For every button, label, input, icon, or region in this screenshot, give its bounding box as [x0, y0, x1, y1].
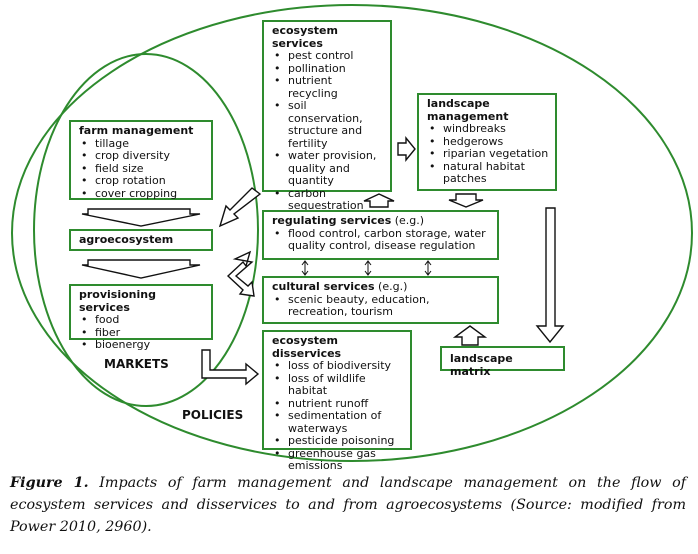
list-item: nutrient recycling	[272, 74, 384, 100]
double-arrow-head	[364, 260, 372, 266]
list-item: water provision, quality and quantity	[272, 149, 384, 188]
arrow-down-landscape-to-regulating	[448, 193, 484, 208]
list-item: carbon sequestration	[272, 187, 384, 213]
diagram-arrows	[81, 136, 565, 386]
landscape-matrix-box: landscape matrix	[440, 346, 565, 377]
agroecosystem-ellipse	[33, 53, 259, 407]
figure-caption: Figure 1. Impacts of farm management and…	[10, 472, 686, 538]
arrow-down-to-landscape-matrix	[535, 207, 565, 344]
list-item: hedgerows	[427, 135, 549, 149]
list-item: nutrient runoff	[272, 397, 404, 411]
cultural-services-eg: (e.g.)	[374, 280, 408, 293]
ecosystem-services-title: ecosystem services	[272, 24, 338, 50]
provisioning-services-title: provisioning services	[79, 288, 156, 314]
list-item: flood control, carbon storage, water qua…	[272, 227, 491, 253]
provisioning-services-box: provisioning services food fiber bioener…	[69, 284, 213, 351]
landscape-management-box: landscape management windbreaks hedgerow…	[417, 93, 557, 191]
list-item: loss of wildlife habitat	[272, 372, 404, 398]
list-item: field size	[79, 162, 205, 176]
regulating-services-eg: (e.g.)	[391, 214, 425, 227]
arrow-down-farm-to-agro	[81, 208, 201, 227]
arrow-down-agro-to-provisioning	[81, 259, 201, 279]
list-item: scenic beauty, education, recreation, to…	[272, 293, 491, 319]
list-item: loss of biodiversity	[272, 359, 404, 373]
list-item: fiber	[79, 326, 205, 340]
caption-text: Impacts of farm management and landscape…	[10, 475, 686, 535]
arrow-elbow-to-disservices	[201, 349, 260, 386]
landscape-management-title: landscape management	[427, 97, 509, 123]
ecosystem-disservices-box: ecosystem disservices loss of biodiversi…	[262, 330, 412, 472]
list-item: pesticide poisoning	[272, 434, 404, 448]
arrow-up-regulating-to-services	[363, 193, 395, 208]
figure-label: Figure 1.	[10, 475, 89, 491]
list-item: natural habitat patches	[427, 160, 549, 186]
farm-management-title: farm management	[79, 124, 194, 137]
arrow-zigzag-agro-regulating	[226, 250, 255, 297]
list-item: windbreaks	[427, 122, 549, 136]
arrow-right-services-to-landscape	[397, 136, 416, 162]
list-item: crop rotation	[79, 174, 205, 188]
policies-label: POLICIES	[182, 408, 244, 422]
list-item: pest control	[272, 49, 384, 63]
arrow-up-matrix-to-disservices	[452, 325, 488, 346]
cultural-services-box: cultural services (e.g.) scenic beauty, …	[262, 276, 499, 324]
regulating-services-title: regulating services	[272, 214, 392, 227]
markets-label: MARKETS	[104, 357, 169, 371]
list-item: riparian vegetation	[427, 147, 549, 161]
double-arrow-head	[301, 270, 309, 276]
list-item: sedimentation of waterways	[272, 409, 404, 435]
landscape-matrix-title: landscape matrix	[450, 352, 513, 378]
list-item: crop diversity	[79, 149, 205, 163]
cultural-services-title: cultural services	[272, 280, 375, 293]
list-item: greenhouse gas emissions	[272, 447, 404, 473]
list-item: cover cropping	[79, 187, 205, 201]
double-arrow-head	[424, 270, 432, 276]
farm-management-box: farm management tillage crop diversity f…	[69, 120, 213, 200]
regulating-services-box: regulating services (e.g.) flood control…	[262, 210, 499, 260]
double-arrow-head	[364, 270, 372, 276]
double-arrow-head	[301, 260, 309, 266]
ecosystem-disservices-title: ecosystem disservices	[272, 334, 342, 360]
agroecosystem-title: agroecosystem	[79, 233, 174, 246]
list-item: soil conservation, structure and fertili…	[272, 99, 384, 150]
list-item: pollination	[272, 62, 384, 76]
arrow-diagonal-services-to-agro	[218, 187, 262, 228]
ecosystem-services-box: ecosystem services pest control pollinat…	[262, 20, 392, 225]
double-arrow-head	[424, 260, 432, 266]
agroecosystem-box: agroecosystem	[69, 229, 213, 251]
list-item: food	[79, 313, 205, 327]
list-item: tillage	[79, 137, 205, 151]
list-item: bioenergy	[79, 338, 205, 352]
